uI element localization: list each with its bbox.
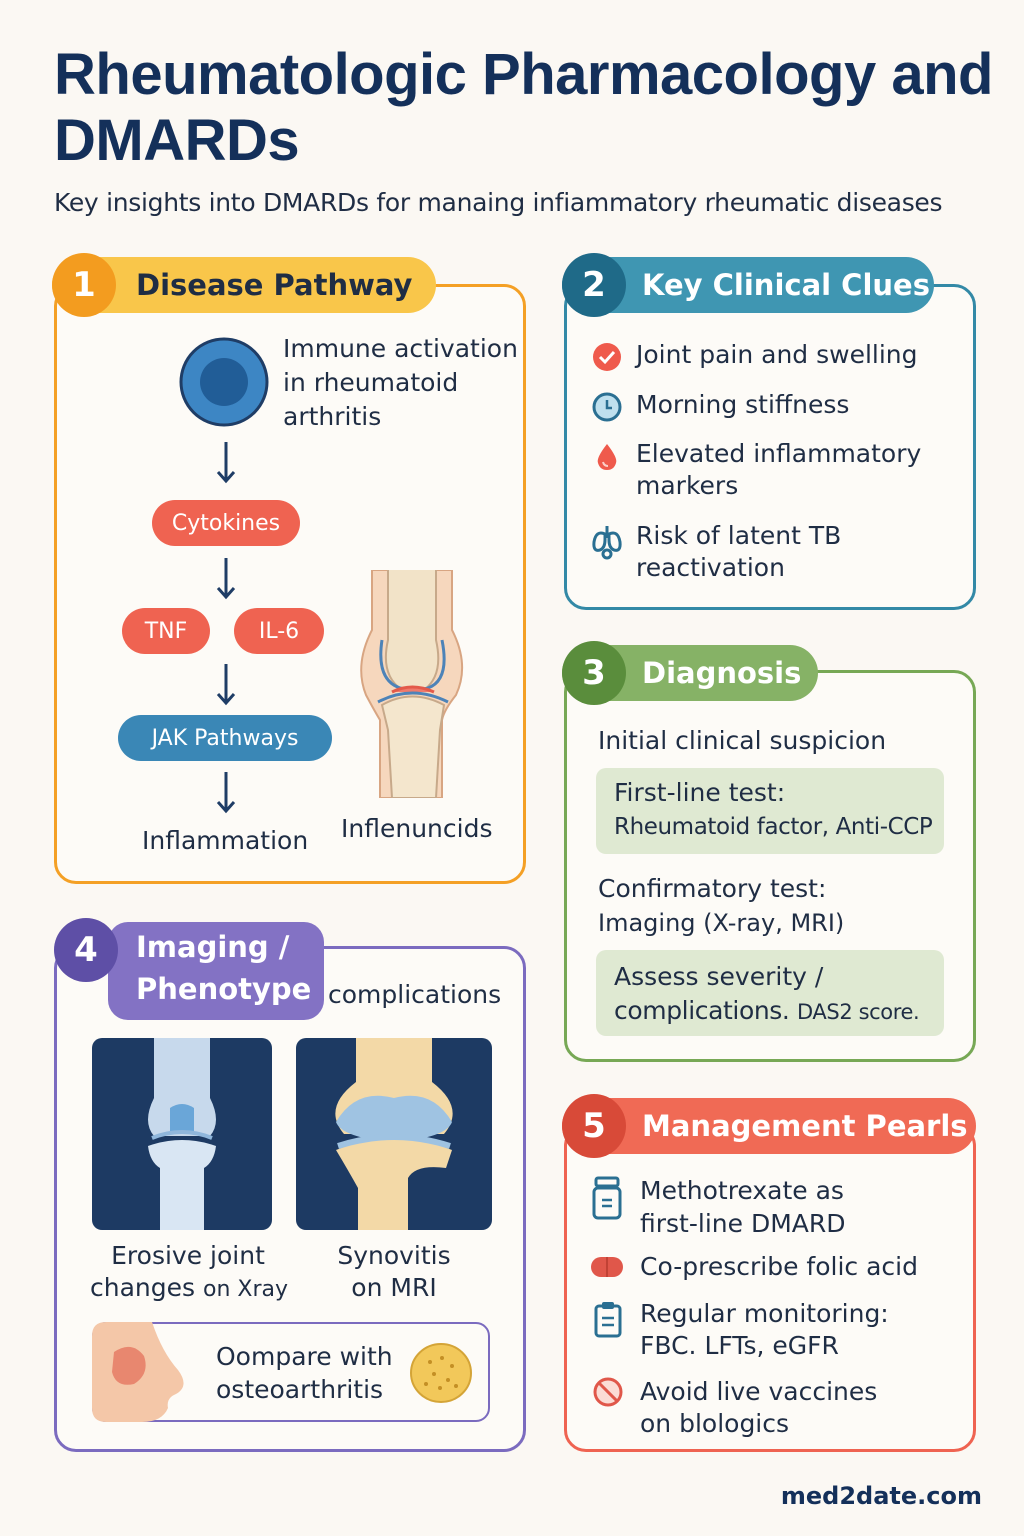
nose-profile-icon [92,1322,184,1422]
check-icon [593,343,621,371]
assess-line-1: Assess severity / [614,962,824,991]
mri-caption: Synovitis on MRI [296,1240,492,1304]
tab-key-clinical-clues: 2 Key Clinical Clues [562,253,934,317]
tab-imaging-phenotype [108,922,324,1020]
xray-image [92,1038,272,1230]
confirmatory-heading: Confirmatory test: [598,874,827,903]
jak-pill: JAK Pathways [118,715,332,761]
pearl-item: Co-prescribe folic acid [640,1252,918,1281]
section-title: Disease Pathway [136,268,413,302]
xray-caption-line-1: Erosive joint [111,1241,265,1270]
assess-line-2: complications. DAS2 score. [614,994,920,1029]
clue-item: Morning stiffness [636,390,850,419]
arrow-down-icon [216,772,236,814]
assess-complications: complications. [614,996,790,1025]
xray-caption-changes: changes [90,1273,196,1302]
arrow-down-icon [216,664,236,706]
mri-caption-line-2: on MRI [351,1273,437,1302]
first-line-box [596,768,944,854]
initial-suspicion: Initial clinical suspicion [598,726,887,755]
tnf-pill: TNF [122,608,210,654]
section-number: 4 [54,918,118,982]
il6-pill: IL-6 [234,608,324,654]
clipboard-icon [594,1302,622,1338]
cytokines-pill: Cytokines [152,500,300,546]
panel-key-clinical-clues [564,284,976,610]
pearl-item: Avoid live vaccines on blologics [640,1377,878,1438]
capsule-icon [591,1257,623,1277]
clock-icon [592,392,622,422]
section-title: Key Clinical Clues [642,268,930,302]
mri-caption-line-1: Synovitis [337,1241,451,1270]
drop-icon [597,444,617,470]
section-number: 1 [52,253,116,317]
immune-cell-icon [179,337,269,427]
clue-item: Joint pain and swelling [636,340,918,369]
tab-disease-pathway: 1 Disease Pathway [52,253,436,317]
pearl-item: Regular monitoring: FBC. LFTs, eGFR [640,1299,889,1360]
clue-item: Elevated inflammatory markers [636,439,922,500]
section-title-line-1: Imaging / [136,930,290,964]
clue-item: Risk of latent TB reactivation [636,521,842,582]
pearl-item: Methotrexate as first-line DMARD [640,1176,846,1238]
section-number: 5 [562,1094,626,1158]
section-title: Management Pearls [642,1109,968,1143]
knee-joint-illustration [360,570,464,798]
first-line-body: Rheumatoid factor, Anti-CCP [614,814,933,840]
das-score: DAS2 score. [797,1000,920,1024]
arrow-down-icon [216,442,236,484]
mri-image [296,1038,492,1230]
lungs-icon [592,526,622,560]
section-title: Diagnosis [642,656,802,690]
confirmatory-body: Imaging (X-ray, MRI) [598,909,845,937]
complications-label: complications [328,980,502,1009]
joint-label: Inflenuncids [341,814,493,843]
assess-severity-box [596,950,944,1036]
page-title: Rheumatologic Pharmacology and DMARDs [54,42,993,173]
inflammation-label: Inflammation [142,826,309,855]
tab-management-pearls: 5 Management Pearls [562,1094,976,1158]
compare-text: Oompare with osteoarthritis [216,1342,393,1404]
page-subtitle: Key insights into DMARDs for manaing inf… [54,188,943,217]
arrow-down-icon [216,558,236,600]
first-line-heading: First-line test: [614,778,786,807]
tab-diagnosis: 3 Diagnosis [562,641,818,705]
pill-bottle-icon [592,1176,622,1220]
site-link[interactable]: med2date.com [780,1482,982,1510]
xray-caption-line-2: changes on Xray [90,1272,288,1306]
xray-caption-on: on Xray [202,1277,288,1302]
section-title-line-2: Phenotype [136,972,312,1006]
xray-caption: Erosive joint changes on Xray [90,1240,288,1306]
panel-management-pearls [564,1124,976,1452]
section-number: 3 [562,641,626,705]
no-entry-icon [593,1377,623,1407]
cartilage-icon [410,1343,472,1403]
cell-caption: Immune activation in rheumatoid arthriti… [283,334,518,431]
section-number: 2 [562,253,626,317]
